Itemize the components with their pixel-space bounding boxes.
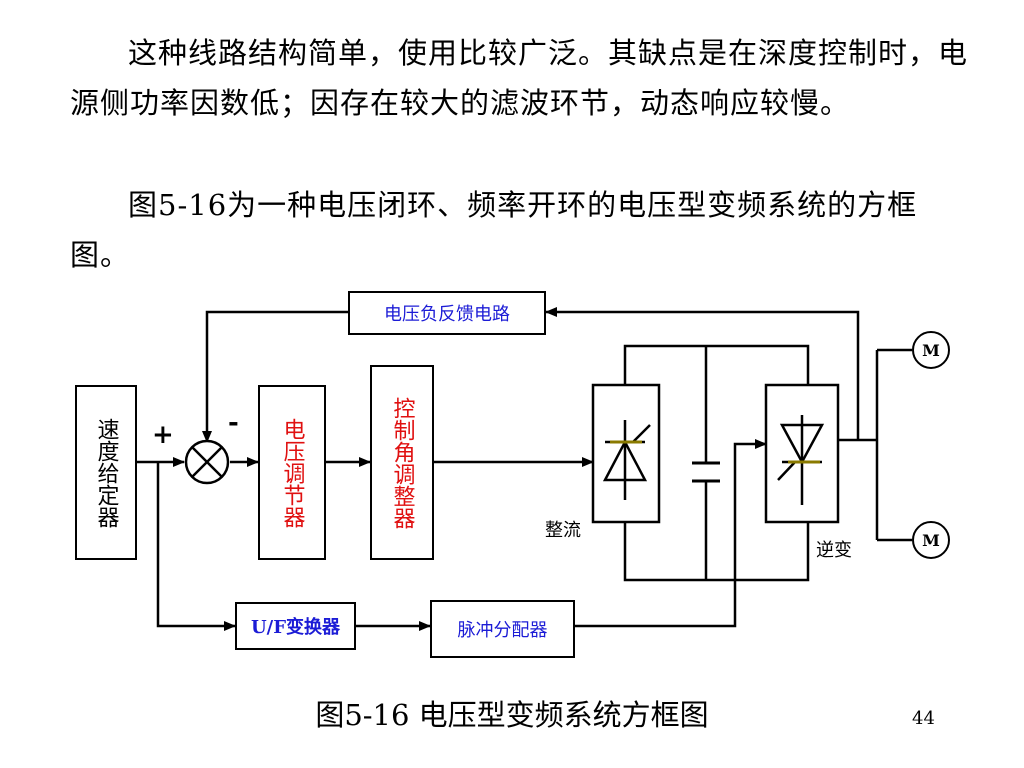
wire-pulse-inverter [575, 439, 767, 628]
pulse-distributor-label: 脉冲分配器 [457, 620, 548, 641]
capacitor-icon [692, 461, 720, 483]
paragraph-2: 图5-16为一种电压闭环、频率开环的电压型变频系统的方框图。 [70, 188, 918, 272]
minus-sign: - [228, 408, 239, 438]
inverter-thyristor-icon [764, 383, 840, 524]
uf-converter-label: U/F变换器 [250, 617, 341, 638]
motor-bottom-icon: M [912, 521, 950, 559]
plus-sign: + [152, 420, 174, 450]
paragraph-1: 这种线路结构简单，使用比较广泛。其缺点是在深度控制时，电源侧功率因数低；因存在较… [70, 36, 969, 120]
summing-junction-icon [184, 439, 230, 485]
speed-setter-label: 速度给定器 [93, 417, 119, 528]
rectifier-label: 整流 [545, 520, 581, 541]
rectifier-thyristor-icon [591, 383, 661, 524]
motor-top-icon: M [912, 331, 950, 369]
feedback-block: 电压负反馈电路 [348, 291, 546, 335]
inverter-label: 逆变 [816, 540, 852, 561]
wire-setter-uf [156, 462, 236, 631]
voltage-regulator-label: 电压调节器 [279, 417, 305, 528]
feedback-wire-out [545, 307, 860, 440]
figure-caption: 图5-16 电压型变频系统方框图 [315, 698, 709, 732]
control-angle-label: 控制角调整器 [389, 396, 415, 529]
page-number: 44 [912, 708, 935, 729]
control-angle-block: 控制角调整器 [370, 365, 434, 560]
voltage-regulator-block: 电压调节器 [258, 385, 326, 560]
speed-setter-block: 速度给定器 [75, 385, 137, 560]
feedback-block-label: 电压负反馈电路 [384, 304, 510, 325]
uf-converter-block: U/F变换器 [235, 602, 356, 650]
pulse-distributor-block: 脉冲分配器 [430, 600, 575, 658]
dc-bus-top [623, 344, 810, 385]
feedback-wire-in [202, 310, 348, 443]
dc-bus-bottom [623, 522, 810, 582]
